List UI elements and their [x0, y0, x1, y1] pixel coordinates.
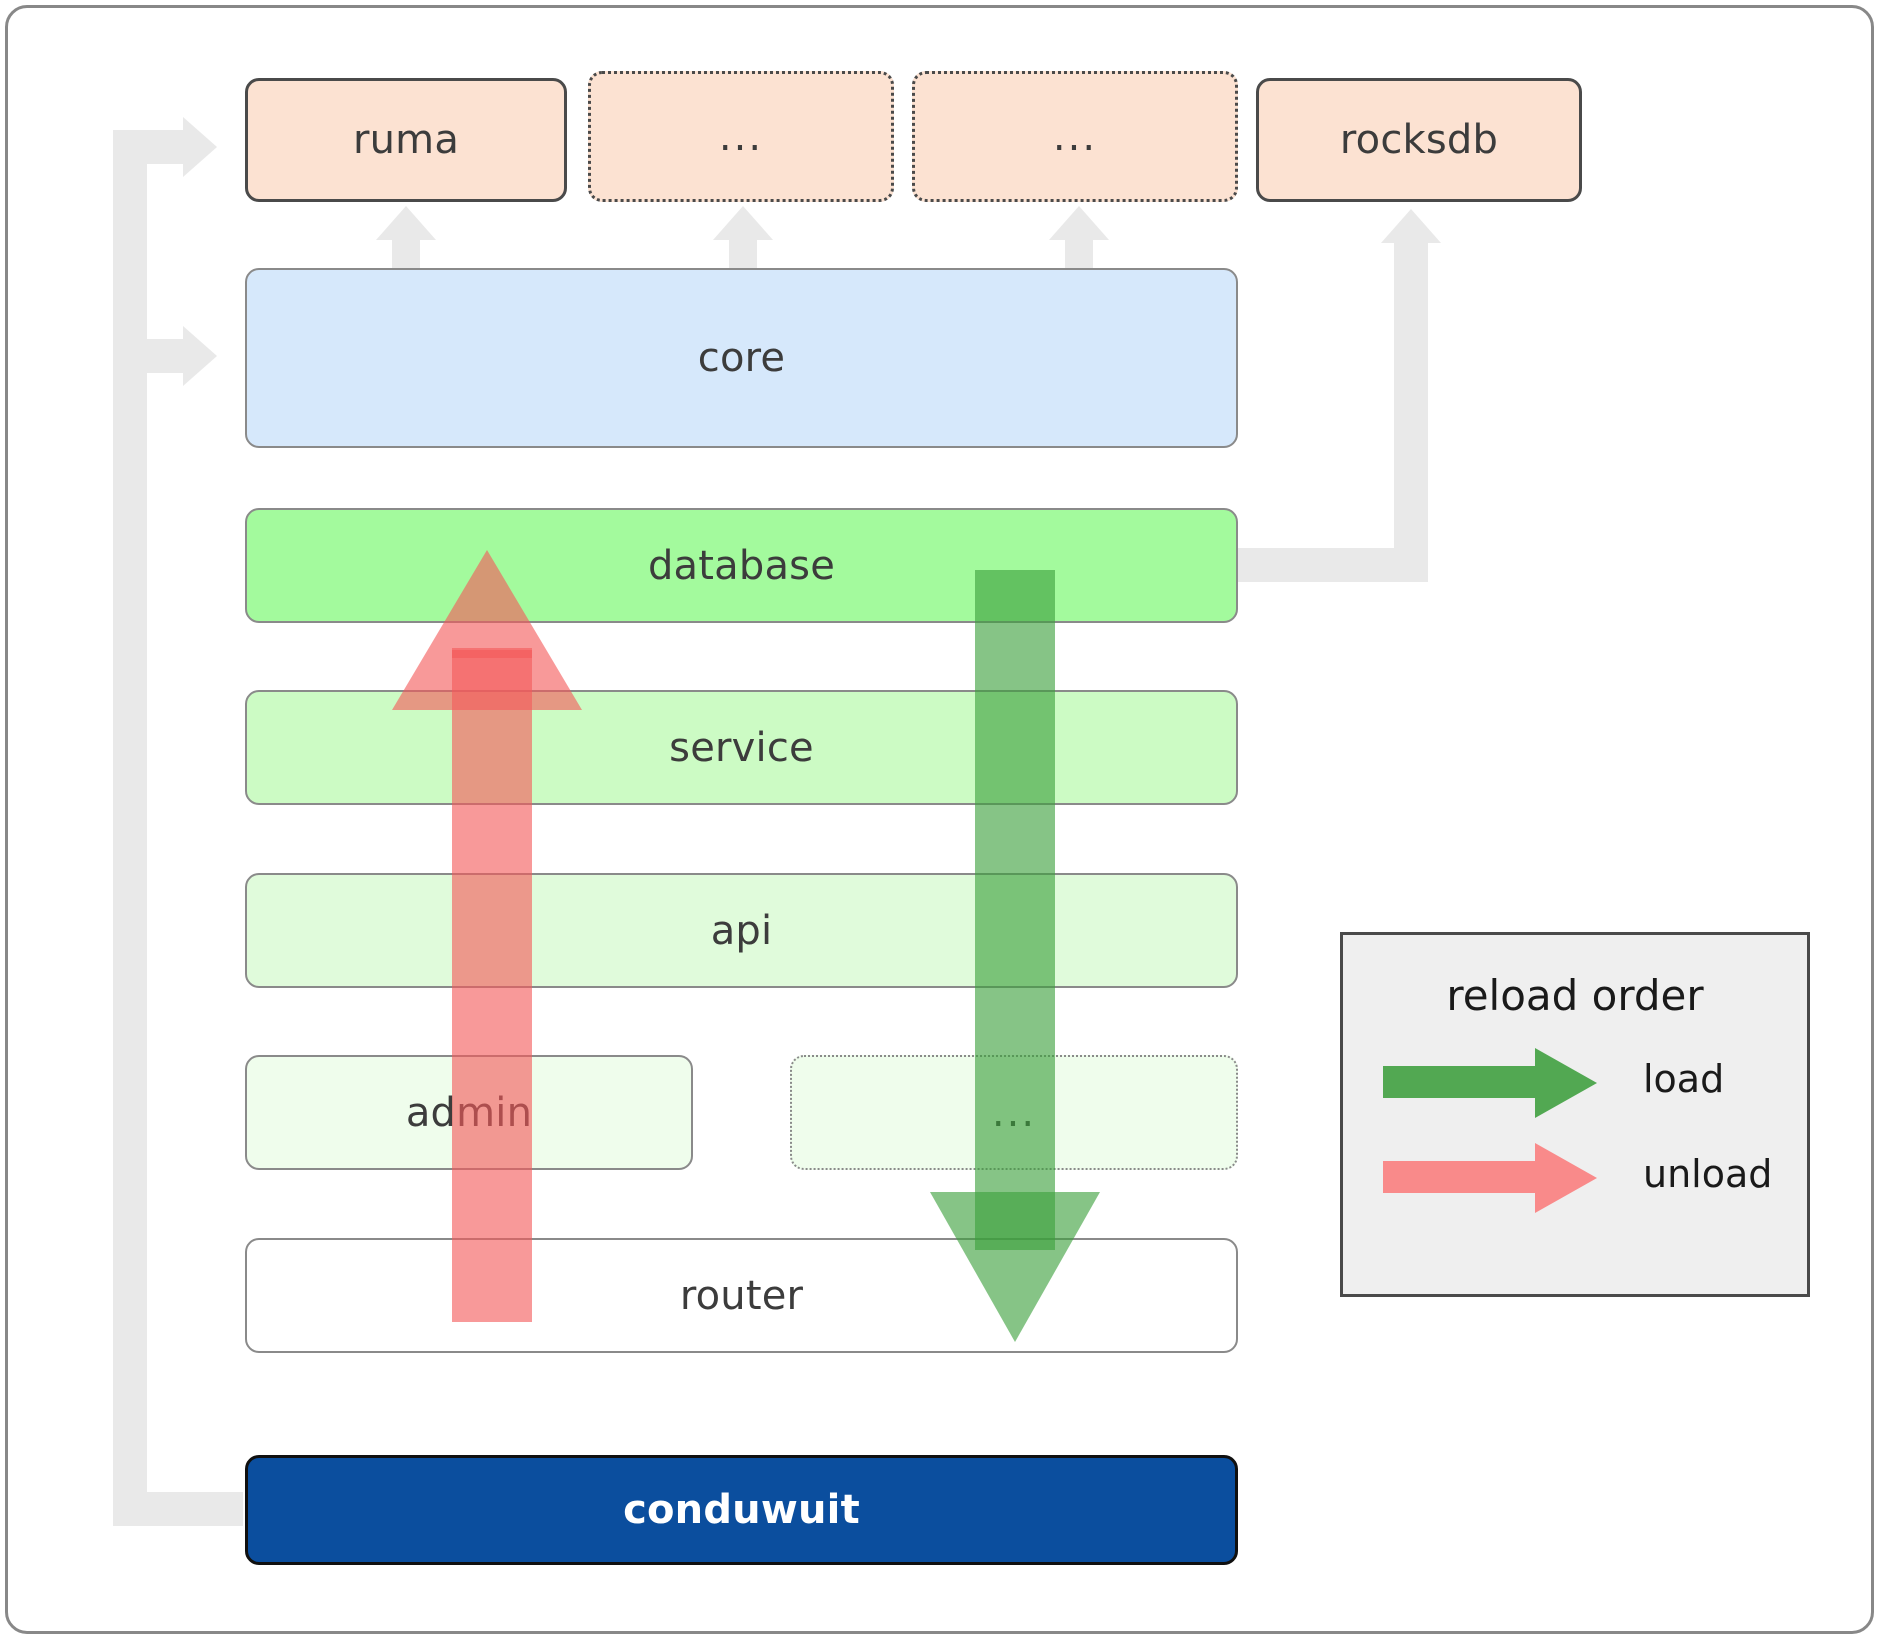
connector-arrow-core: [183, 326, 217, 386]
connector-bottom-stub: [113, 1492, 243, 1526]
node-core[interactable]: core: [245, 268, 1238, 448]
connector-arrow-rocksdb: [1381, 209, 1441, 243]
node-router-label: router: [679, 1272, 804, 1319]
legend-load-head: [1535, 1048, 1597, 1118]
arrow-core-to-dots-2: [1049, 206, 1109, 240]
legend-load-label: load: [1643, 1057, 1725, 1101]
node-rocksdb[interactable]: rocksdb: [1256, 78, 1582, 202]
node-service[interactable]: service: [245, 690, 1238, 805]
legend-panel: reload order load unload: [1340, 932, 1810, 1297]
node-ruma[interactable]: ruma: [245, 78, 567, 202]
node-conduwuit-label: conduwuit: [623, 1487, 860, 1533]
node-database-label: database: [647, 542, 836, 589]
arrow-core-to-dots-1: [713, 206, 773, 240]
legend-load-shaft: [1383, 1066, 1543, 1098]
unload-arrow-head: [392, 550, 582, 710]
node-conduwuit[interactable]: conduwuit: [245, 1455, 1238, 1565]
node-service-label: service: [669, 724, 814, 771]
node-core-label: core: [697, 335, 786, 381]
node-external-dots-1[interactable]: ...: [588, 71, 894, 202]
node-external-dots-2-label: ...: [1052, 113, 1098, 160]
node-api-label: api: [710, 907, 773, 954]
node-external-dots-1-label: ...: [718, 113, 764, 160]
connector-branch-ruma: [113, 130, 183, 164]
legend-unload-head: [1535, 1143, 1597, 1213]
unload-arrow-shaft: [452, 650, 532, 1322]
node-external-dots-2[interactable]: ...: [912, 71, 1238, 202]
legend-unload-shaft: [1383, 1161, 1543, 1193]
connector-branch-core: [113, 339, 183, 373]
unload-arrow-neck: [452, 648, 532, 658]
arrow-core-to-ruma: [376, 206, 436, 240]
node-rocksdb-label: rocksdb: [1339, 117, 1499, 163]
connector-rocksdb-riser: [1394, 243, 1428, 582]
legend-title: reload order: [1446, 971, 1704, 1020]
connector-arrow-ruma: [183, 117, 217, 177]
node-ruma-label: ruma: [352, 117, 460, 163]
node-api[interactable]: api: [245, 873, 1238, 988]
diagram-frame: [5, 5, 1874, 1634]
load-arrow-head: [930, 1192, 1100, 1342]
load-arrow-shaft: [975, 570, 1055, 1250]
legend-unload-label: unload: [1643, 1152, 1773, 1196]
